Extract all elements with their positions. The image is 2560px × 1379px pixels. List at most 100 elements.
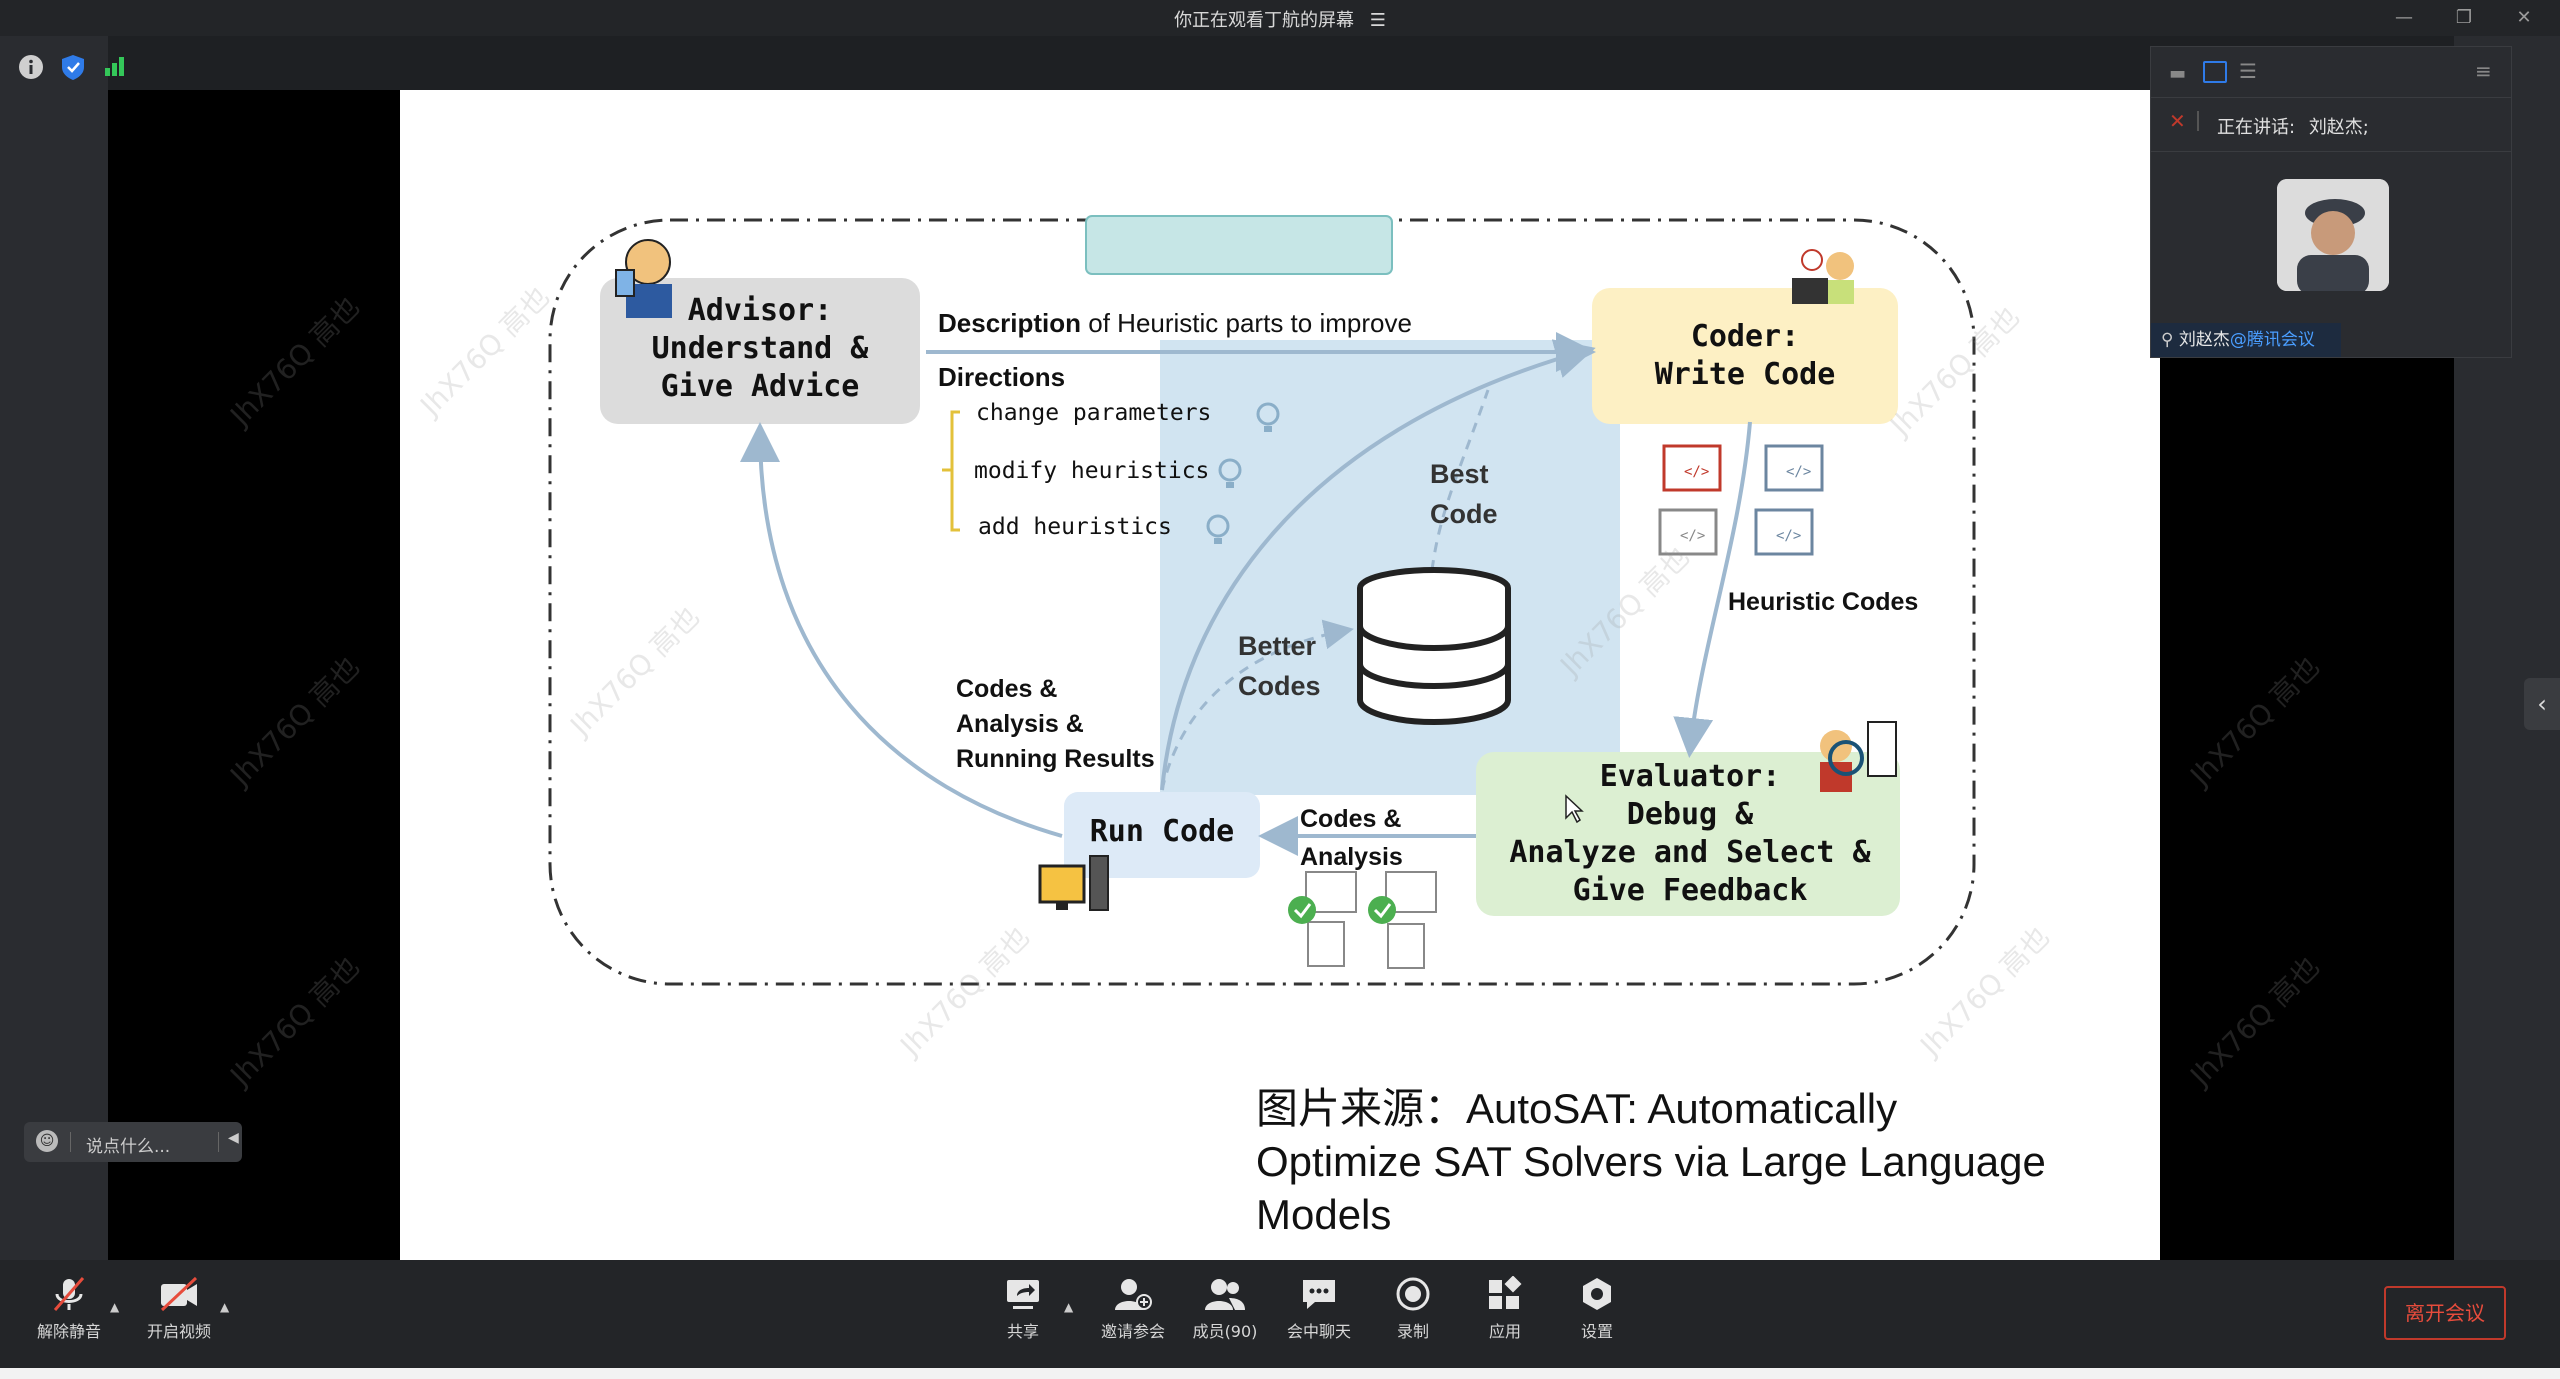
shield-icon[interactable] [60, 53, 86, 85]
chevron-up-icon[interactable]: ▲ [220, 1300, 230, 1314]
apps-label: 应用 [1488, 1322, 1521, 1341]
window-title-bar [0, 0, 2560, 36]
results-arrow [740, 422, 1063, 838]
better-codes-line: Better [1238, 631, 1317, 661]
advisor-avatar-icon [615, 239, 672, 318]
apps-icon [1489, 1276, 1522, 1309]
run-code-label: Run Code [1089, 814, 1235, 849]
results-line: Codes & [956, 675, 1058, 703]
divider [218, 1132, 219, 1152]
window-title-label: 你正在观看丁航的屏幕 [1174, 10, 1355, 31]
best-code-line: Best [1430, 459, 1489, 489]
best-code-line: Code [1430, 499, 1498, 529]
description-bold: Description [938, 308, 1082, 338]
evaluator-line: Evaluator: [1599, 759, 1781, 794]
advisor-line: Understand & [651, 331, 869, 366]
divider [2151, 97, 2511, 98]
heuristic-codes-arrow [1673, 421, 1752, 758]
evaluator-avatar-icon [1820, 721, 1897, 792]
description-rest: of Heuristic parts to improve [1081, 308, 1412, 338]
avatar[interactable] [2277, 179, 2389, 291]
members-icon [1205, 1279, 1245, 1310]
bulb-icon [1218, 458, 1242, 488]
list-view-icon[interactable]: ☰ [2239, 59, 2257, 83]
results-line: Analysis & [956, 710, 1084, 738]
svg-text:</>: </> [1684, 464, 1709, 480]
menu-icon[interactable]: ☰ [1369, 10, 1386, 31]
direction-item: add heuristics [978, 514, 1172, 540]
start-video-button[interactable]: 开启视频 [134, 1276, 224, 1342]
restore-icon[interactable]: ❐ [2455, 7, 2473, 28]
chat-icon [1303, 1280, 1335, 1309]
speaking-indicator: 正在讲话: 刘赵杰; [2217, 113, 2369, 139]
bottom-strip [0, 1368, 2560, 1379]
unmute-button[interactable]: 解除静音 [24, 1276, 114, 1342]
leave-meeting-button[interactable]: 离开会议 [2384, 1286, 2506, 1340]
results-line: Running Results [956, 745, 1155, 773]
direction-item: change parameters [976, 400, 1212, 426]
coder-avatar-icon [1792, 249, 1854, 304]
code-doc-icon: </> [1764, 444, 1824, 492]
description-text: Description of Heuristic parts to improv… [938, 308, 1412, 339]
codes-analysis-label: Codes & Analysis [1300, 800, 1403, 876]
apps-button[interactable]: 应用 [1460, 1276, 1550, 1342]
checked-code-doc-icon [1288, 871, 1357, 967]
directions-bracket [950, 410, 960, 532]
svg-text:</>: </> [1786, 464, 1811, 480]
source-note: 图片来源：AutoSAT: Automatically Optimize SAT… [1256, 1082, 2046, 1241]
divider [2151, 151, 2511, 152]
members-button[interactable]: 成员(90) [1180, 1276, 1270, 1342]
signal-icon[interactable] [104, 56, 126, 80]
chat-input[interactable]: 说点什么... [86, 1137, 171, 1157]
settings-button[interactable]: 设置 [1552, 1276, 1642, 1342]
muted-mic-icon: ✕ [2169, 109, 2186, 133]
divider [70, 1132, 71, 1152]
evaluator-line: Debug & [1626, 797, 1754, 832]
record-label: 录制 [1396, 1322, 1429, 1341]
info-icon[interactable] [18, 54, 44, 84]
best-code-label: Best Code [1430, 454, 1498, 534]
record-button[interactable]: 录制 [1368, 1276, 1458, 1342]
chat-button[interactable]: 会中聊天 [1274, 1276, 1364, 1342]
collapse-panel-button[interactable]: ‹ [2524, 678, 2560, 730]
advisor-line: Give Advice [660, 369, 860, 404]
teal-tab [1085, 215, 1393, 275]
muted-mic-icon [53, 1277, 85, 1311]
invite-button[interactable]: 邀请参会 [1088, 1276, 1178, 1342]
speaking-name: 刘赵杰; [2308, 117, 2369, 138]
heuristic-codes-label: Heuristic Codes [1728, 588, 1919, 616]
members-label: 成员(90) [1192, 1322, 1258, 1341]
gallery-view-icon[interactable] [2203, 61, 2227, 83]
settings-label: 设置 [1580, 1322, 1613, 1341]
participant-org: @腾讯会议 [2229, 330, 2315, 350]
close-icon[interactable]: ✕ [2516, 7, 2532, 28]
share-button[interactable]: 共享 [978, 1276, 1068, 1342]
chevron-up-icon[interactable]: ▲ [1064, 1300, 1074, 1314]
evaluator-label: Evaluator: Debug & Analyze and Select & … [1480, 758, 1900, 910]
better-codes-label: Better Codes [1238, 626, 1321, 706]
quick-chat-bar: ☺ 说点什么... ◀ [24, 1122, 242, 1162]
direction-item: modify heuristics [974, 458, 1210, 484]
panel-layout-icon[interactable]: ≡ [2475, 59, 2492, 83]
coder-label: Coder: Write Code [1592, 318, 1898, 394]
best-code-arrow [1160, 339, 1596, 791]
window-title: 你正在观看丁航的屏幕 ☰ [0, 6, 2560, 32]
mouse-cursor-icon [1565, 794, 1584, 824]
share-label: 共享 [1006, 1322, 1039, 1341]
directions-label: Directions [938, 362, 1066, 392]
coder-box [1592, 288, 1898, 424]
evaluator-line: Analyze and Select & [1509, 835, 1871, 870]
advisor-line: Advisor: [687, 293, 833, 328]
participant-name: 刘赵杰 [2178, 330, 2230, 350]
codes-analysis-line: Analysis [1300, 843, 1403, 871]
chevron-up-icon[interactable]: ▲ [110, 1300, 120, 1314]
minimize-icon[interactable]: — [2395, 7, 2413, 28]
advisor-box [600, 278, 920, 424]
bottom-toolbar [0, 1260, 2560, 1368]
source-note-line: 图片来源：AutoSAT: Automatically [1256, 1085, 1898, 1132]
collapse-chat-icon[interactable]: ◀ [228, 1130, 239, 1146]
center-panel [1160, 340, 1620, 795]
emoji-icon[interactable]: ☺ [36, 1130, 58, 1152]
evaluator-line: Give Feedback [1572, 873, 1808, 908]
strip-view-icon[interactable]: ▬ [2169, 63, 2187, 84]
